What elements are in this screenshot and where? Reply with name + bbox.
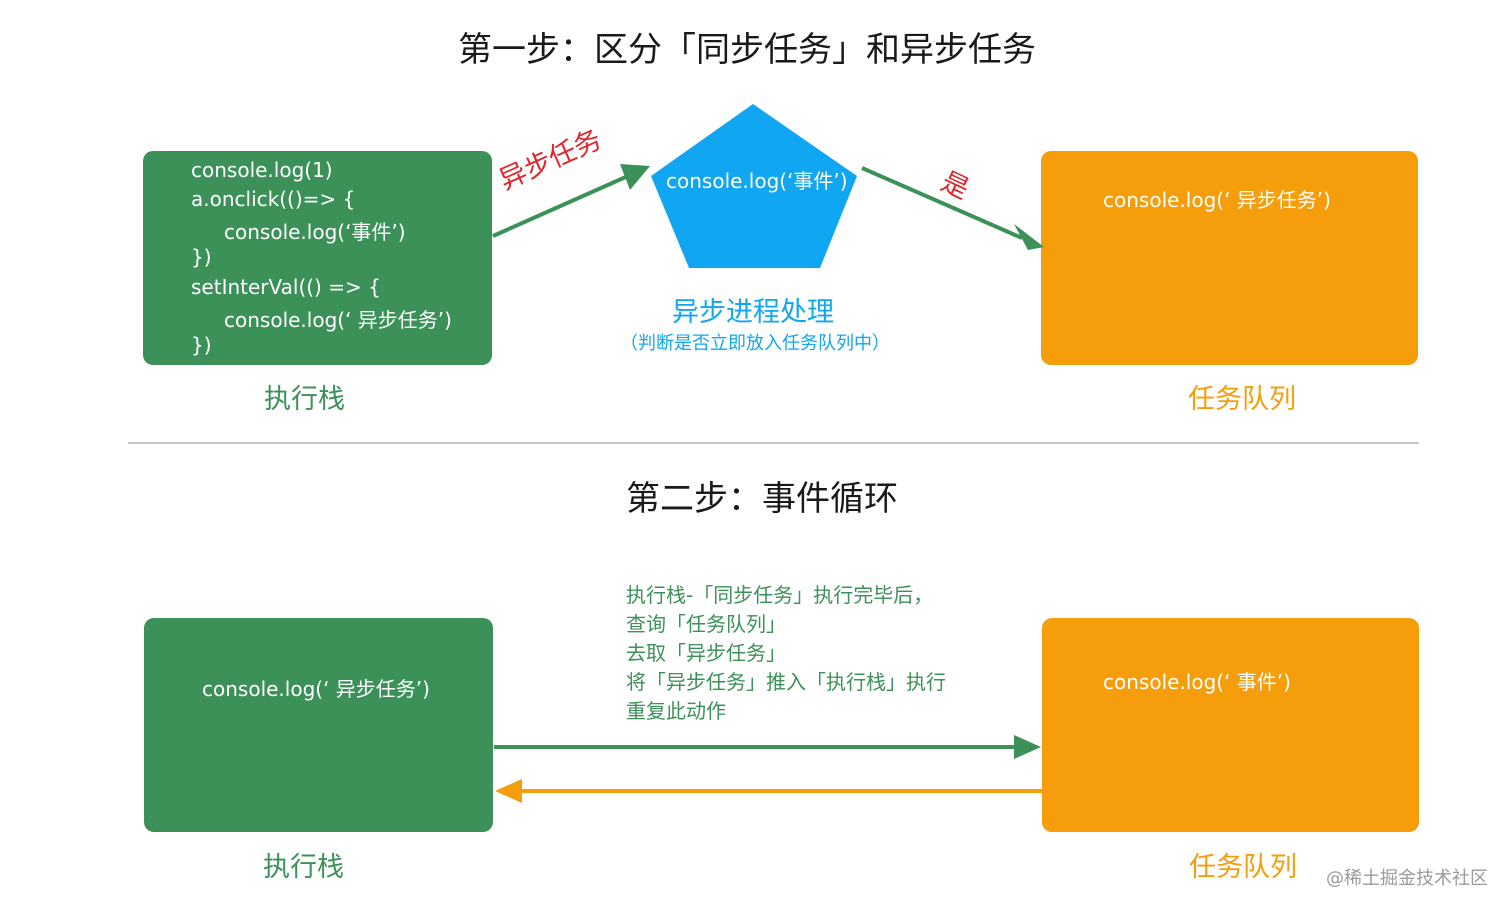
- watermark: @稀土掘金技术社区: [1326, 868, 1488, 889]
- step1-execution-stack-label: 执行栈: [264, 384, 345, 415]
- code-line: console.log(‘事件’): [224, 220, 406, 244]
- async-process-pentagon: [651, 104, 857, 268]
- event-loop-note: 重复此动作: [626, 699, 726, 723]
- async-task-arrow: [492, 174, 629, 238]
- async-process-label: 异步进程处理: [672, 297, 834, 328]
- step2-stack-text: console.log(‘ 异步任务’): [202, 677, 430, 701]
- step2-execution-stack-box: console.log(‘ 异步任务’): [144, 618, 493, 832]
- step2-title: 第二步：事件循环: [626, 479, 898, 519]
- stack-to-queue-arrowhead: [1014, 735, 1041, 759]
- queue-to-stack-arrowhead: [495, 779, 522, 803]
- step1-title: 第一步：区分「同步任务」和异步任务: [458, 30, 1036, 70]
- event-loop-note: 查询「任务队列」: [626, 612, 786, 636]
- yes-arrowhead: [1014, 224, 1044, 250]
- step1-task-queue-box: console.log(‘ 异步任务’): [1041, 151, 1418, 365]
- step1-queue-text: console.log(‘ 异步任务’): [1103, 188, 1331, 212]
- step1-execution-stack-box: console.log(1) a.onclick(()=> { console.…: [143, 151, 492, 365]
- async-process-sublabel: （判断是否立即放入任务队列中）: [620, 333, 890, 354]
- code-line: console.log(‘ 异步任务’): [224, 308, 452, 332]
- event-loop-note: 执行栈-「同步任务」执行完毕后，: [626, 583, 934, 607]
- code-line: setInterVal(() => {: [191, 275, 381, 299]
- step1-task-queue-label: 任务队列: [1188, 384, 1296, 415]
- code-line: }): [191, 333, 212, 357]
- code-line: a.onclick(()=> {: [191, 187, 356, 211]
- step2-execution-stack-label: 执行栈: [263, 852, 344, 883]
- code-line: console.log(1): [191, 158, 333, 182]
- step2-queue-text: console.log(‘ 事件’): [1103, 670, 1291, 694]
- step2-task-queue-label: 任务队列: [1189, 852, 1297, 883]
- event-loop-note: 去取「异步任务」: [626, 641, 786, 665]
- event-loop-note: 将「异步任务」推入「执行栈」执行: [626, 670, 946, 694]
- code-line: }): [191, 245, 212, 269]
- step2-task-queue-box: console.log(‘ 事件’): [1042, 618, 1419, 832]
- yes-arrow: [861, 166, 1023, 240]
- pentagon-text: console.log(‘事件’): [666, 169, 848, 193]
- async-task-arrowhead: [620, 164, 650, 190]
